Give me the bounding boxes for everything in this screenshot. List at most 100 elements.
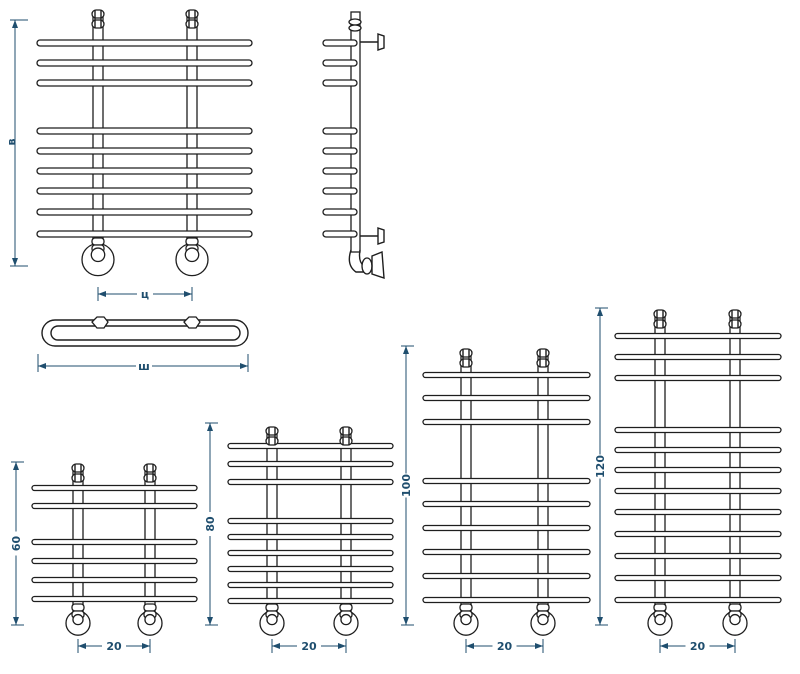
towel-bar (422, 371, 591, 379)
radiator-100 (422, 348, 591, 636)
towel-bar (31, 484, 198, 492)
top-fitting (536, 348, 550, 368)
bottom-valve (81, 237, 115, 277)
towel-bar (36, 208, 253, 216)
variant-height-label: 80 (204, 516, 217, 532)
top-fitting (459, 348, 473, 368)
top-fitting (71, 463, 85, 483)
side-bar-stub (322, 39, 358, 47)
towel-bar (227, 517, 394, 525)
top-view-nut-left (91, 316, 109, 329)
towel-bar (422, 500, 591, 508)
towel-bar (36, 187, 253, 195)
variant-centers-dimension: 20 (659, 639, 736, 653)
variant-height-label: 120 (594, 455, 607, 478)
size-variants: 60 20 80 20 100 20 120 20 (8, 307, 782, 653)
towel-bar (422, 548, 591, 556)
bottom-valve (722, 603, 748, 636)
towel-bar (422, 477, 591, 485)
variant-centers-dimension: 20 (465, 639, 544, 653)
top-fitting (339, 426, 353, 446)
towel-bar (31, 557, 198, 565)
towel-bar (227, 460, 394, 468)
side-bar-stub (322, 187, 358, 195)
bottom-valve (333, 603, 359, 636)
side-bar-stub (322, 147, 358, 155)
towel-bar (614, 446, 782, 454)
towel-bar (36, 39, 253, 47)
height-label: в (5, 138, 18, 145)
towel-bar (614, 332, 782, 340)
towel-bar (614, 353, 782, 361)
variant-height-dimension: 120 (592, 307, 608, 626)
main-front-view (36, 9, 253, 277)
top-fitting (143, 463, 157, 483)
side-bar-stub (322, 208, 358, 216)
radiator-120 (614, 309, 782, 636)
main-centers-dimension: ц (97, 287, 193, 301)
top-fitting (91, 9, 105, 29)
towel-bar (614, 574, 782, 582)
towel-bar (614, 508, 782, 516)
towel-bar (36, 127, 253, 135)
towel-bar (422, 418, 591, 426)
variant-height-label: 100 (400, 474, 413, 497)
side-bar-stub (322, 230, 358, 238)
top-fitting (728, 309, 742, 329)
variant-centers-dimension: 20 (271, 639, 347, 653)
towel-bar (614, 487, 782, 495)
top-fitting (185, 9, 199, 29)
side-bar-stub (322, 167, 358, 175)
bottom-valve (137, 603, 163, 636)
width-dimension: ш (37, 354, 249, 373)
radiator-60 (31, 463, 198, 636)
variant-centers-label: 20 (106, 640, 122, 653)
variant-height-dimension: 100 (398, 345, 414, 626)
towel-bar (422, 394, 591, 402)
towel-bar (422, 572, 591, 580)
towel-bar (36, 167, 253, 175)
towel-bar (31, 595, 198, 603)
top-fitting (653, 309, 667, 329)
towel-bar (227, 565, 394, 573)
towel-bar (614, 552, 782, 560)
variant-height-label: 60 (10, 536, 23, 552)
towel-bar (31, 576, 198, 584)
side-bar-stub (322, 79, 358, 87)
variant-centers-label: 20 (301, 640, 317, 653)
towel-bar (36, 230, 253, 238)
top-fitting (265, 426, 279, 446)
towel-bar (227, 581, 394, 589)
towel-bar (614, 596, 782, 604)
bottom-valve (175, 237, 209, 277)
main-height-dimension: в (5, 19, 28, 267)
side-bar-stub (322, 59, 358, 67)
towel-bar (227, 478, 394, 486)
towel-bar (31, 502, 198, 510)
towel-bar (36, 59, 253, 67)
radiator-80 (227, 426, 394, 636)
variant-height-dimension: 80 (202, 422, 218, 626)
bottom-valve (259, 603, 285, 636)
towel-bar (227, 549, 394, 557)
bottom-valve (65, 603, 91, 636)
main-radiator (36, 9, 253, 277)
towel-bar (614, 374, 782, 382)
variant-centers-label: 20 (497, 640, 513, 653)
variant-height-dimension: 60 (8, 461, 24, 626)
bottom-valve (647, 603, 673, 636)
towel-bar (227, 533, 394, 541)
towel-bar (31, 538, 198, 546)
centers-label: ц (141, 288, 149, 301)
variant-centers-dimension: 20 (77, 639, 151, 653)
towel-bar (614, 466, 782, 474)
towel-bar (36, 147, 253, 155)
bottom-valve (530, 603, 556, 636)
side-view (322, 11, 385, 279)
towel-bar (614, 426, 782, 434)
side-bar-stub (322, 127, 358, 135)
towel-bar (227, 442, 394, 450)
width-label: ш (138, 360, 150, 373)
top-view-nut-right (183, 316, 201, 329)
top-view (41, 316, 249, 347)
